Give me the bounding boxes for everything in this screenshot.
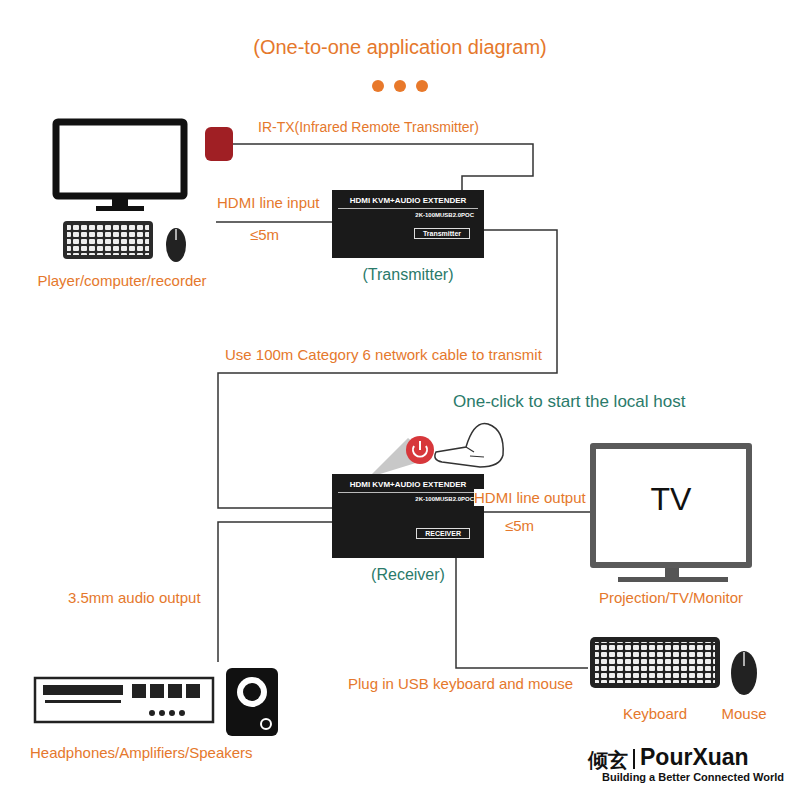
cable-connector bbox=[216, 221, 332, 223]
distance-note: ≤5m bbox=[505, 517, 534, 534]
logo-slogan: Building a Better Connected World bbox=[602, 771, 784, 783]
instruction-note: One-click to start the local host bbox=[453, 392, 685, 412]
cable-connector bbox=[484, 511, 590, 513]
diagram-title: (One-to-one application diagram) bbox=[0, 36, 800, 59]
device-caption: Mouse bbox=[709, 705, 779, 722]
tv-stand bbox=[618, 568, 728, 582]
tv-text: TV bbox=[596, 481, 746, 518]
model-code: 2K-100MUSB2.0POC bbox=[415, 496, 474, 502]
ir-caption: IR-TX(Infrared Remote Transmitter) bbox=[258, 119, 479, 135]
unit-caption: (Transmitter) bbox=[292, 266, 524, 284]
rail-line bbox=[338, 208, 478, 209]
extender-title: HDMI KVM+AUDIO EXTENDER bbox=[332, 196, 484, 205]
distance-note: ≤5m bbox=[250, 226, 279, 243]
edge-label: HDMI line output bbox=[474, 489, 586, 506]
edge-label: 3.5mm audio output bbox=[68, 589, 201, 606]
rail-line bbox=[338, 492, 478, 493]
title-dots bbox=[372, 80, 428, 92]
logo-separator bbox=[634, 749, 635, 769]
logo-brand: PourXuan bbox=[640, 744, 749, 771]
device-caption: Keyboard bbox=[588, 705, 722, 722]
keyboard-mouse-icon bbox=[590, 637, 757, 695]
cable-connector bbox=[218, 230, 557, 508]
edge-label: HDMI line input bbox=[217, 194, 320, 211]
device-caption: Headphones/Amplifiers/Speakers bbox=[30, 744, 253, 761]
audio-node: Headphones/Amplifiers/Speakers bbox=[30, 662, 282, 740]
extender-title: HDMI KVM+AUDIO EXTENDER bbox=[332, 480, 484, 489]
mouse-node: Mouse bbox=[729, 650, 759, 697]
transmitter-box: HDMI KVM+AUDIO EXTENDER 2K-100MUSB2.0POC T… bbox=[332, 190, 484, 258]
edge-label: Use 100m Category 6 network cable to tra… bbox=[225, 346, 542, 363]
tv-screen: TVProjection/TV/Monitor bbox=[590, 443, 752, 568]
unit-tag: RECEIVER bbox=[416, 528, 470, 539]
logo-chinese: 倾玄 bbox=[588, 747, 628, 774]
power-button-hand bbox=[372, 423, 503, 474]
cable-connector bbox=[233, 144, 533, 190]
unit-caption: (Receiver) bbox=[292, 566, 524, 584]
device-caption: Projection/TV/Monitor bbox=[566, 589, 776, 606]
computer-node: Player/computer/recorder bbox=[28, 115, 216, 293]
amplifier-icon bbox=[35, 668, 278, 736]
ir-transmitter: IR-TX(Infrared Remote Transmitter) bbox=[205, 127, 233, 161]
keyboard-node: Keyboard bbox=[588, 635, 722, 691]
receiver-box: HDMI KVM+AUDIO EXTENDER 2K-100MUSB2.0POC R… bbox=[332, 474, 484, 558]
cable-connector bbox=[456, 558, 588, 668]
computer-icon bbox=[56, 122, 186, 262]
cable-connector bbox=[218, 522, 332, 662]
model-code: 2K-100MUSB2.0POC bbox=[415, 212, 474, 218]
edge-label: Plug in USB keyboard and mouse bbox=[348, 675, 573, 692]
unit-tag: Transmitter bbox=[414, 228, 470, 239]
device-caption: Player/computer/recorder bbox=[28, 272, 216, 289]
